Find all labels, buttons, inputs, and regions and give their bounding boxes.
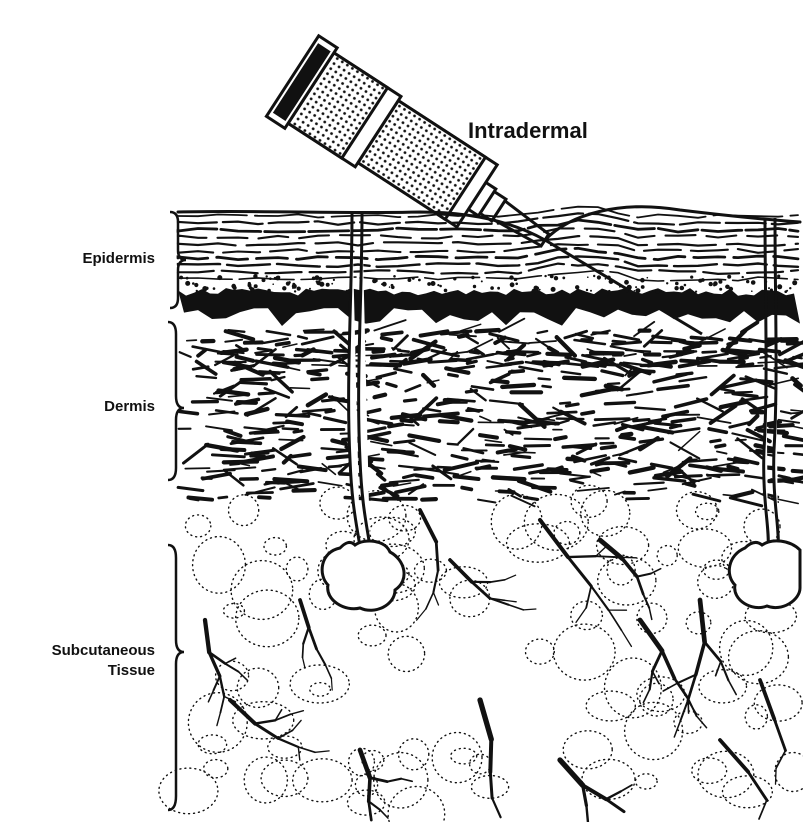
basal-band <box>178 274 800 326</box>
dermis-layer <box>178 319 803 507</box>
subcutaneous-layer <box>159 485 803 822</box>
subcutaneous-label: Subcutaneous <box>52 642 155 659</box>
epidermis-label: Epidermis <box>82 250 155 267</box>
diagram-title: Intradermal <box>468 118 588 143</box>
subcutaneous-bracket <box>168 545 184 810</box>
dermis-bracket <box>168 322 184 480</box>
epidermis-layer <box>178 207 800 281</box>
dermis-label: Dermis <box>104 398 155 415</box>
epidermis-bracket <box>170 212 186 308</box>
tissue-label: Tissue <box>108 662 155 679</box>
